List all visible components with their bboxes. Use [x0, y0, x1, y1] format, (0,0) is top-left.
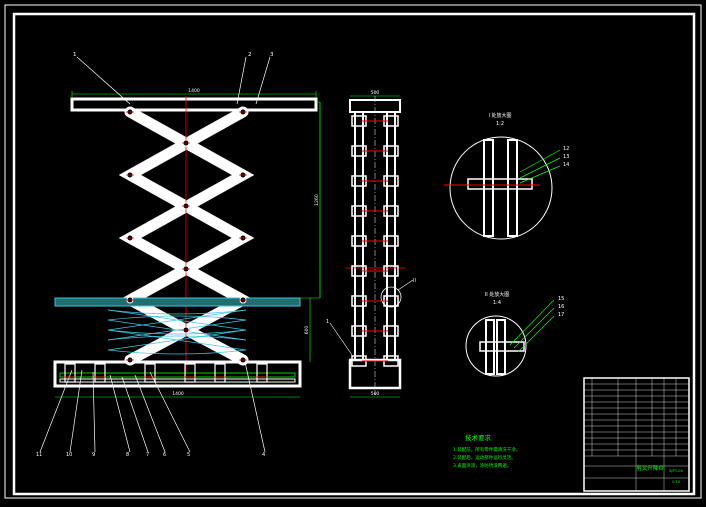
base-frame — [53, 360, 302, 388]
front-callout-9: 9 — [92, 452, 95, 458]
front-callout-6: 6 — [163, 452, 166, 458]
outer-frame — [4, 4, 702, 499]
detail-ii-callout-16: 16 — [558, 304, 564, 310]
tech-req-line-3: 3.表面涂漆，涂防锈漆两遍。 — [453, 462, 511, 469]
front-callout-3: 3 — [270, 52, 274, 58]
tech-req-title: 技术要求 — [465, 433, 492, 442]
title-block-scale: 1:10 — [672, 479, 681, 484]
springs — [107, 309, 247, 355]
front-callout-4: 4 — [262, 452, 265, 458]
title-block: 剪叉升降台 SJPT-00 1:10 — [583, 377, 690, 492]
detail-ii: II 处放大图 1:4 15 16 17 — [465, 291, 564, 377]
front-lower-dim: 600 — [304, 326, 310, 335]
side-rung-group — [351, 115, 399, 367]
front-callout-10: 10 — [66, 452, 72, 458]
front-callout-11: 11 — [36, 452, 42, 458]
side-top-dim: 500 — [371, 90, 380, 96]
title-block-name: 剪叉升降台 — [636, 464, 664, 472]
side-callout-ii: II — [413, 278, 416, 284]
pivot-group — [126, 108, 247, 364]
base-roller — [214, 363, 226, 383]
base-roller — [144, 363, 156, 383]
front-callout-7: 7 — [146, 452, 149, 458]
detail-i-callout-13: 13 — [563, 154, 569, 160]
detail-ii-callout-15: 15 — [558, 296, 564, 302]
side-bottom-dim: 500 — [371, 391, 380, 397]
technical-requirements: 技术要求 1.装配前，所有零件需清洗干净。 2.装配后，运动部件运行灵活。 3.… — [453, 433, 520, 469]
detail-i-callout-14: 14 — [563, 162, 569, 168]
base-roller — [64, 363, 76, 383]
title-block-drawing-no: SJPT-00 — [669, 468, 684, 473]
tech-req-line-2: 2.装配后，运动部件运行灵活。 — [453, 454, 516, 461]
inner-frame — [12, 12, 696, 496]
front-side-dim: 1260 — [314, 194, 320, 206]
detail-ii-callout-17: 17 — [558, 312, 564, 318]
base-roller — [94, 363, 106, 383]
detail-ii-scale: 1:4 — [493, 300, 501, 306]
base-roller — [256, 363, 268, 383]
side-view: 500 500 II 1 — [326, 90, 416, 398]
front-callout-5: 5 — [187, 452, 190, 458]
front-callout-2: 2 — [248, 52, 252, 58]
top-table — [70, 97, 318, 112]
detail-i-scale: 1:2 — [496, 121, 504, 127]
front-top-dim: 1400 — [188, 88, 200, 94]
tech-req-line-1: 1.装配前，所有零件需清洗干净。 — [453, 446, 520, 453]
detail-ii-title: II 处放大图 — [485, 291, 510, 298]
base-roller — [184, 363, 196, 383]
front-callout-1: 1 — [73, 52, 77, 58]
front-view: 1400 1400 1260 600 — [36, 52, 321, 458]
detail-i: I 处放大图 1:2 12 13 14 — [444, 112, 569, 240]
detail-i-title: I 处放大图 — [488, 112, 511, 119]
front-bottom-dim: 1400 — [172, 391, 184, 397]
side-callout-1: 1 — [326, 319, 329, 325]
detail-ii-marker — [380, 286, 402, 308]
detail-i-callout-12: 12 — [563, 146, 569, 152]
front-callout-8: 8 — [126, 452, 129, 458]
base-wheel-group — [64, 363, 268, 383]
middle-platform — [54, 297, 301, 307]
